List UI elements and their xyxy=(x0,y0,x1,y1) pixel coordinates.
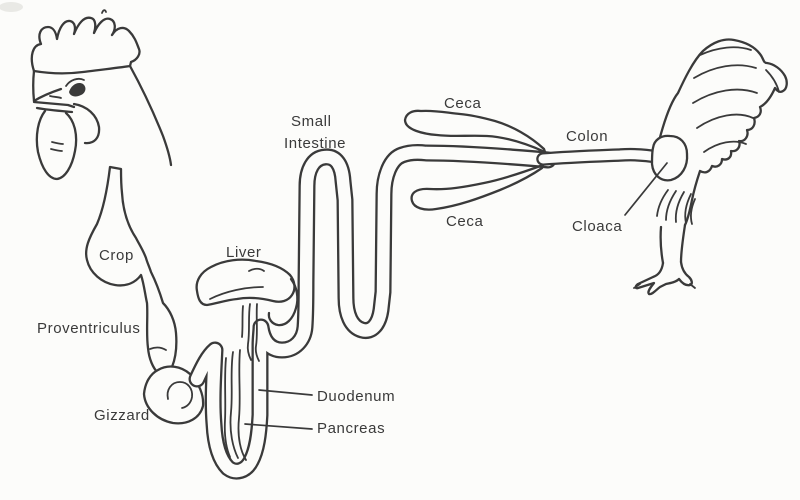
leg-front-line xyxy=(659,225,665,265)
intestinal-tract xyxy=(166,143,557,480)
label-colon: Colon xyxy=(566,128,608,145)
label-ceca-bottom: Ceca xyxy=(446,213,483,230)
tail-feather-arc-1 xyxy=(699,46,752,56)
label-proventriculus: Proventriculus xyxy=(37,320,140,337)
wattle-texture-line-2 xyxy=(50,148,63,152)
label-gizzard: Gizzard xyxy=(94,407,150,424)
liver-and-pancreas xyxy=(195,258,299,461)
claw-mark-front xyxy=(633,283,641,289)
tail-feather-arc-4 xyxy=(696,113,754,129)
label-duodenum: Duodenum xyxy=(317,388,395,405)
scan-smudge xyxy=(0,2,23,12)
labels: Crop Proventriculus Gizzard Liver Duoden… xyxy=(37,95,622,437)
label-crop: Crop xyxy=(99,247,134,264)
ceca xyxy=(403,109,547,211)
cloaca-bulb xyxy=(650,134,689,182)
label-small-intestine-line2: Intestine xyxy=(284,135,346,152)
proventriculus-texture-dash xyxy=(149,346,167,351)
pancreas-line-3 xyxy=(223,357,231,458)
face-front-line xyxy=(32,69,36,103)
colon-cloaca xyxy=(536,134,696,225)
label-pancreas: Pancreas xyxy=(317,420,385,437)
leader-lines xyxy=(244,162,668,430)
head-top-line xyxy=(32,64,132,75)
liver-lobe-division-line xyxy=(209,286,264,300)
beak-upper-line xyxy=(32,87,63,103)
esophagus-crop-proventriculus-outline xyxy=(85,165,178,375)
tuft-feather-4 xyxy=(684,193,692,224)
beak-lower-line xyxy=(35,106,74,114)
pancreas-line-2 xyxy=(237,349,247,461)
cecum-bottom-outline xyxy=(410,163,545,211)
label-ceca-top: Ceca xyxy=(444,95,481,112)
neck-back-line xyxy=(128,64,173,167)
gizzard-inner-detail xyxy=(166,381,193,409)
colon-tube-inner xyxy=(538,150,663,164)
tail-fold-line xyxy=(765,69,780,93)
tail-feather-arc-3 xyxy=(692,88,758,104)
tuft-feather-1 xyxy=(656,189,669,217)
bile-duct-line-2 xyxy=(254,303,260,362)
eyelid-line xyxy=(65,77,85,87)
pancreas-leader-line xyxy=(244,423,313,430)
tail-feather-arc-2 xyxy=(693,64,757,79)
claw-mark-back xyxy=(689,283,696,289)
nostril-line xyxy=(49,95,62,99)
liver-right-lobe-curl xyxy=(267,277,299,327)
gizzard-outline xyxy=(142,365,205,425)
under-tail-feather-tuft xyxy=(656,189,696,225)
tail-feather-arc-5 xyxy=(703,140,747,153)
body-tail-outline xyxy=(657,38,788,227)
comb-tick xyxy=(101,9,107,14)
rooster-hindquarters xyxy=(633,38,788,296)
intestine-tube-inner xyxy=(190,146,555,478)
comb xyxy=(30,16,141,73)
label-cloaca: Cloaca xyxy=(572,218,622,235)
tuft-feather-5 xyxy=(690,198,696,225)
wattle xyxy=(35,109,78,181)
eye xyxy=(69,82,86,97)
cheek-curve xyxy=(72,102,101,145)
cecum-top-outline xyxy=(403,109,547,154)
label-liver: Liver xyxy=(226,244,262,261)
tuft-feather-3 xyxy=(674,191,685,223)
rooster-head xyxy=(30,9,173,181)
cloaca-leader-line xyxy=(624,162,668,216)
liver-texture-dash xyxy=(248,267,265,272)
beak-mouth-line xyxy=(32,100,76,109)
foot xyxy=(634,260,693,296)
pancreas-line-1 xyxy=(229,351,239,459)
label-small-intestine-line1: Small xyxy=(291,113,332,130)
bile-duct-line-1 xyxy=(246,303,252,361)
duodenum-leader-line xyxy=(258,389,313,396)
tuft-feather-2 xyxy=(665,190,677,221)
wattle-texture-line-1 xyxy=(51,141,64,145)
bile-duct-line-3 xyxy=(241,305,244,338)
leg-back-line xyxy=(679,223,687,264)
upper-digestive-tract xyxy=(85,165,205,425)
